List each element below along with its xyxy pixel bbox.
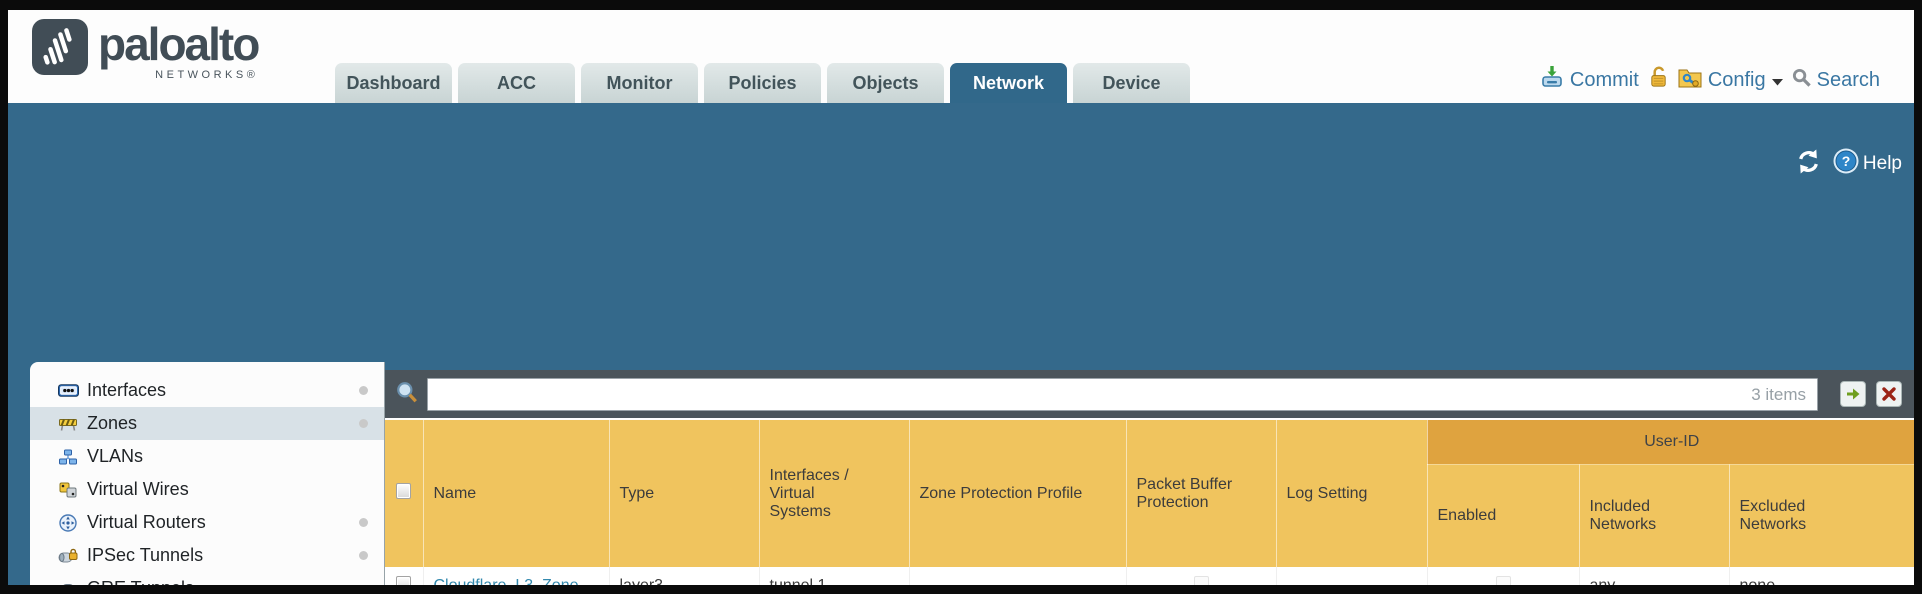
- help-label: Help: [1862, 153, 1902, 174]
- virtual-routers-icon: [56, 513, 80, 532]
- search-label: Search: [1816, 68, 1880, 91]
- zones-main-panel: 3 items: [385, 370, 1914, 585]
- status-dot: [359, 386, 368, 395]
- column-header-log-setting[interactable]: Log Setting: [1276, 420, 1428, 567]
- filter-input[interactable]: [427, 377, 1818, 411]
- column-header-packet-buffer-protection[interactable]: Packet Buffer Protection: [1126, 420, 1277, 567]
- column-header-zone-protection-profile[interactable]: Zone Protection Profile: [909, 420, 1127, 567]
- content-region: Interfaces Zones: [8, 190, 1914, 585]
- interfaces-icon: [56, 383, 80, 398]
- column-header-excluded-networks[interactable]: Excluded Networks: [1729, 464, 1914, 567]
- zone-name-link[interactable]: Cloudflare_L3_Zone: [434, 577, 579, 585]
- tab-policies[interactable]: Policies: [704, 63, 821, 103]
- column-header-interfaces[interactable]: Interfaces / Virtual Systems: [759, 420, 910, 567]
- user-id-group-header: User-ID: [1427, 420, 1914, 465]
- row-checkbox[interactable]: [396, 576, 412, 585]
- lock-icon[interactable]: [1648, 66, 1669, 95]
- tab-device[interactable]: Device: [1073, 63, 1190, 103]
- zones-icon: [56, 416, 80, 432]
- help-button[interactable]: ? Help: [1833, 148, 1902, 180]
- tab-acc[interactable]: ACC: [458, 63, 575, 103]
- top-header: paloalto NETWORKS® Dashboard ACC Monitor…: [8, 10, 1914, 103]
- sidebar-item-virtual-routers[interactable]: Virtual Routers: [30, 506, 384, 539]
- main-nav-tabs: Dashboard ACC Monitor Policies Objects N…: [335, 63, 1196, 103]
- vlans-icon: [56, 449, 80, 465]
- teal-banner: ? Help: [8, 103, 1914, 190]
- search-button[interactable]: Search: [1792, 68, 1880, 93]
- sidebar-item-interfaces[interactable]: Interfaces: [30, 374, 384, 407]
- chevron-down-icon: [1771, 69, 1783, 92]
- tab-dashboard[interactable]: Dashboard: [335, 63, 452, 103]
- svg-text:?: ?: [1842, 153, 1851, 169]
- tab-objects[interactable]: Objects: [827, 63, 944, 103]
- interface-cell: tunnel.1: [759, 567, 908, 585]
- brand-subtitle: NETWORKS®: [155, 69, 259, 81]
- tab-network[interactable]: Network: [950, 63, 1067, 103]
- status-dot: [359, 518, 368, 527]
- ipsec-tunnels-icon: [56, 548, 80, 564]
- refresh-icon[interactable]: [1796, 149, 1821, 180]
- commit-button[interactable]: Commit: [1540, 65, 1639, 95]
- virtual-wires-icon: [56, 482, 80, 498]
- sidebar-item-virtual-wires[interactable]: Virtual Wires: [30, 473, 384, 506]
- status-dot: [359, 551, 368, 560]
- column-header-enabled[interactable]: Enabled: [1427, 464, 1580, 567]
- brand-name: paloalto: [98, 18, 260, 70]
- config-dropdown[interactable]: Config: [1678, 66, 1783, 94]
- status-dot: [359, 419, 368, 428]
- column-header-included-networks[interactable]: Included Networks: [1579, 464, 1730, 567]
- config-label: Config: [1707, 68, 1766, 91]
- sidebar-item-gre-tunnels[interactable]: GRE Tunnels: [30, 572, 384, 585]
- packet-buffer-checkbox: [1193, 576, 1209, 585]
- filter-input-wrap: 3 items: [427, 377, 1818, 411]
- config-icon: [1678, 66, 1702, 94]
- sidebar-item-ipsec-tunnels[interactable]: IPSec Tunnels: [30, 539, 384, 572]
- column-header-type[interactable]: Type: [609, 420, 760, 567]
- select-all-cell: [385, 420, 424, 567]
- sidebar-item-zones[interactable]: Zones: [30, 407, 384, 440]
- gre-tunnels-icon: [56, 581, 80, 585]
- select-all-checkbox[interactable]: [396, 483, 412, 499]
- clear-filter-button[interactable]: [1876, 381, 1902, 407]
- column-header-name[interactable]: Name: [423, 420, 610, 567]
- table-row: Cloudflare_L3_Zone layer3 tunnel.1 tunne…: [385, 567, 1914, 585]
- network-sidebar: Interfaces Zones: [30, 362, 385, 585]
- apply-filter-button[interactable]: [1840, 381, 1866, 407]
- zones-table: Name Type Interfaces / Virtual Systems Z…: [385, 420, 1914, 585]
- sidebar-item-vlans[interactable]: VLANs: [30, 440, 384, 473]
- filter-bar: 3 items: [385, 370, 1914, 418]
- commit-label: Commit: [1569, 68, 1639, 91]
- header-utilities: Commit Config: [1540, 65, 1880, 95]
- tab-monitor[interactable]: Monitor: [581, 63, 698, 103]
- help-icon: ?: [1833, 148, 1859, 180]
- commit-icon: [1540, 65, 1564, 95]
- user-id-enabled-checkbox: [1495, 576, 1511, 585]
- paloalto-logo-icon: [32, 19, 88, 80]
- paloalto-logo: paloalto NETWORKS®: [32, 18, 260, 81]
- browser-content: paloalto NETWORKS® Dashboard ACC Monitor…: [8, 10, 1914, 585]
- filter-search-icon: [395, 380, 419, 409]
- search-icon: [1792, 68, 1811, 93]
